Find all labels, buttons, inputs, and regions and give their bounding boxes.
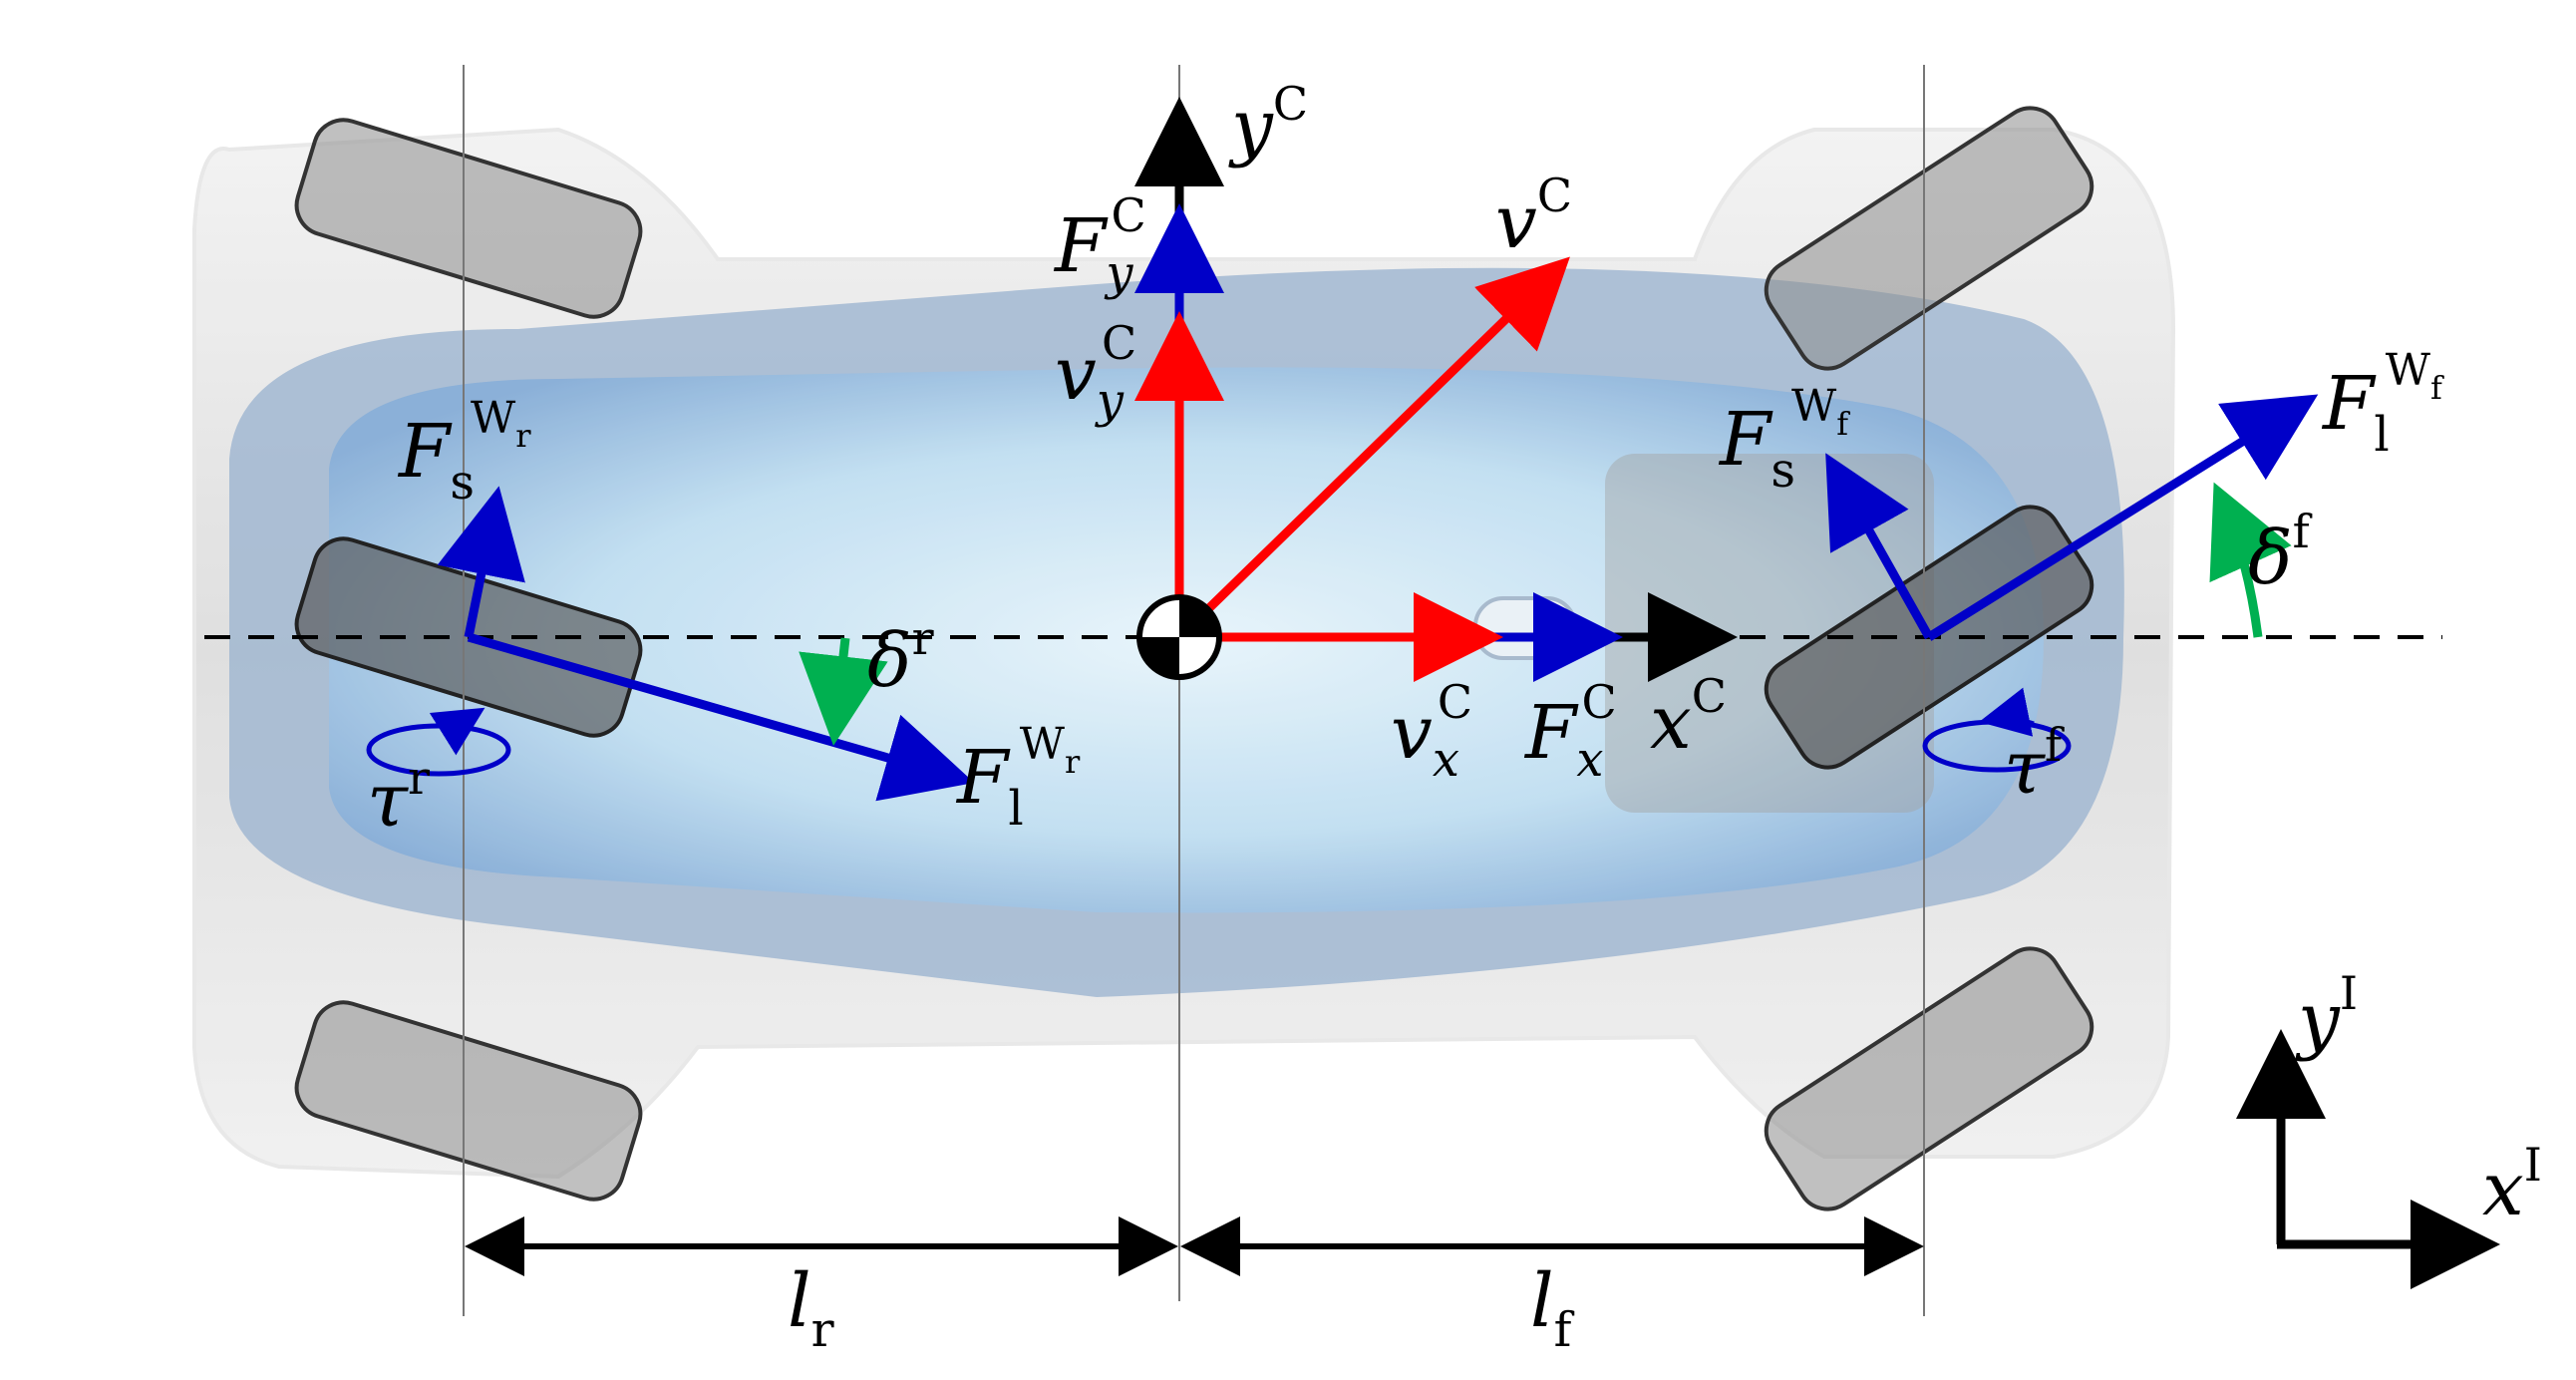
- label-v-c: vC: [1495, 169, 1572, 265]
- label-tau-f: τf: [2004, 718, 2065, 811]
- label-l-r: lr: [788, 1258, 834, 1358]
- center-of-gravity-symbol: [1136, 594, 1222, 680]
- fl-wf-arrow: [1926, 394, 2319, 641]
- label-fx-c: FxC: [1523, 675, 1617, 788]
- label-vx-c: vxC: [1391, 675, 1472, 788]
- tau-f-symbol: [1922, 687, 2072, 773]
- label-fl-wr: FlWr: [955, 719, 1081, 837]
- label-tau-r: τr: [367, 751, 430, 844]
- fs-wr-arrow: [437, 486, 525, 638]
- label-y-i: yI: [2295, 966, 2358, 1063]
- fs-wf-arrow: [1825, 453, 1933, 640]
- label-y-c: yC: [1228, 77, 1308, 170]
- tires: [294, 106, 2094, 1211]
- label-fs-wr: FsWr: [397, 393, 531, 511]
- tire-front-right: [1764, 946, 2094, 1211]
- center-console: [1473, 596, 1577, 660]
- labels: yC FyC vC vyC FsWr δr FlWr τr vxC FxC xC: [367, 77, 2542, 1358]
- label-fy-c: FyC: [1053, 188, 1146, 301]
- v-c-arrow: [1175, 256, 1570, 641]
- label-fl-wf: FlWf: [2321, 345, 2444, 463]
- delta-r-arrow: [799, 637, 888, 746]
- label-x-i: xI: [2482, 1138, 2542, 1232]
- label-delta-r: δr: [867, 611, 934, 704]
- fl-wr-arrow: [467, 632, 975, 802]
- delta-f-arc: [2209, 482, 2292, 638]
- label-delta-f: δf: [2248, 505, 2313, 601]
- tau-r-symbol: [366, 707, 511, 777]
- label-fs-wf: FsWf: [1718, 381, 1850, 499]
- label-vy-c: vyC: [1055, 316, 1136, 429]
- label-x-c: xC: [1650, 669, 1727, 766]
- tire-rear-right: [294, 1000, 643, 1202]
- tire-rear-left: [294, 118, 643, 319]
- label-l-f: lf: [1530, 1258, 1575, 1358]
- tire-front-left: [1764, 106, 2094, 371]
